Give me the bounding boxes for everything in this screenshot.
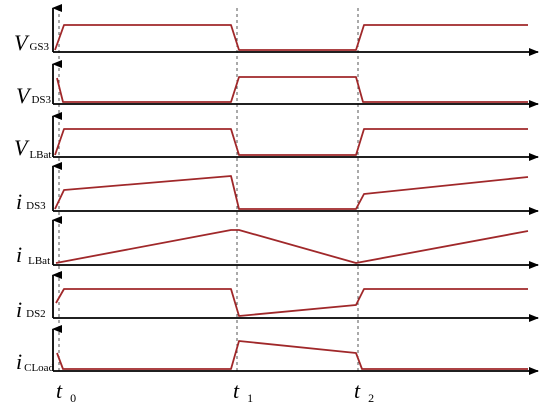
label-ids2-main: i bbox=[16, 297, 22, 322]
label-ids2: i DS2 bbox=[16, 297, 46, 322]
waveform-vds3 bbox=[56, 76, 528, 103]
label-vlbat-main: V bbox=[14, 135, 30, 160]
label-t2-sub: 2 bbox=[368, 391, 374, 405]
label-ids3: i DS3 bbox=[16, 189, 46, 214]
label-vlbat-sub: LBat bbox=[29, 149, 51, 161]
label-t0-sub: 0 bbox=[70, 391, 76, 405]
time-marker-lines bbox=[58, 8, 359, 372]
label-ids3-sub: DS3 bbox=[26, 200, 46, 212]
label-t1-sub: 1 bbox=[247, 391, 253, 405]
label-vds3-sub: DS3 bbox=[31, 94, 51, 106]
waveform-ilbat bbox=[55, 229, 529, 264]
label-ids2-sub: DS2 bbox=[26, 308, 46, 320]
waveforms bbox=[54, 24, 529, 370]
label-ilbat-main: i bbox=[16, 242, 22, 267]
label-ilbat-sub: LBat bbox=[28, 255, 50, 267]
label-vgs3-main: V bbox=[14, 30, 30, 55]
waveform-ids3 bbox=[54, 175, 529, 210]
label-icload-sub: CLoad bbox=[24, 362, 54, 374]
label-vds3-main: V bbox=[16, 83, 32, 108]
waveform-ids2 bbox=[55, 288, 528, 317]
label-t0-main: t bbox=[56, 378, 63, 403]
label-icload-main: i bbox=[16, 349, 22, 374]
label-vgs3-sub: GS3 bbox=[29, 41, 49, 53]
label-t1-main: t bbox=[233, 378, 240, 403]
waveform-vlbat bbox=[54, 128, 528, 156]
axes bbox=[52, 4, 539, 375]
label-t2-main: t bbox=[354, 378, 361, 403]
waveform-icload bbox=[56, 340, 528, 370]
waveform-vgs3 bbox=[54, 24, 528, 51]
label-ids3-main: i bbox=[16, 189, 22, 214]
